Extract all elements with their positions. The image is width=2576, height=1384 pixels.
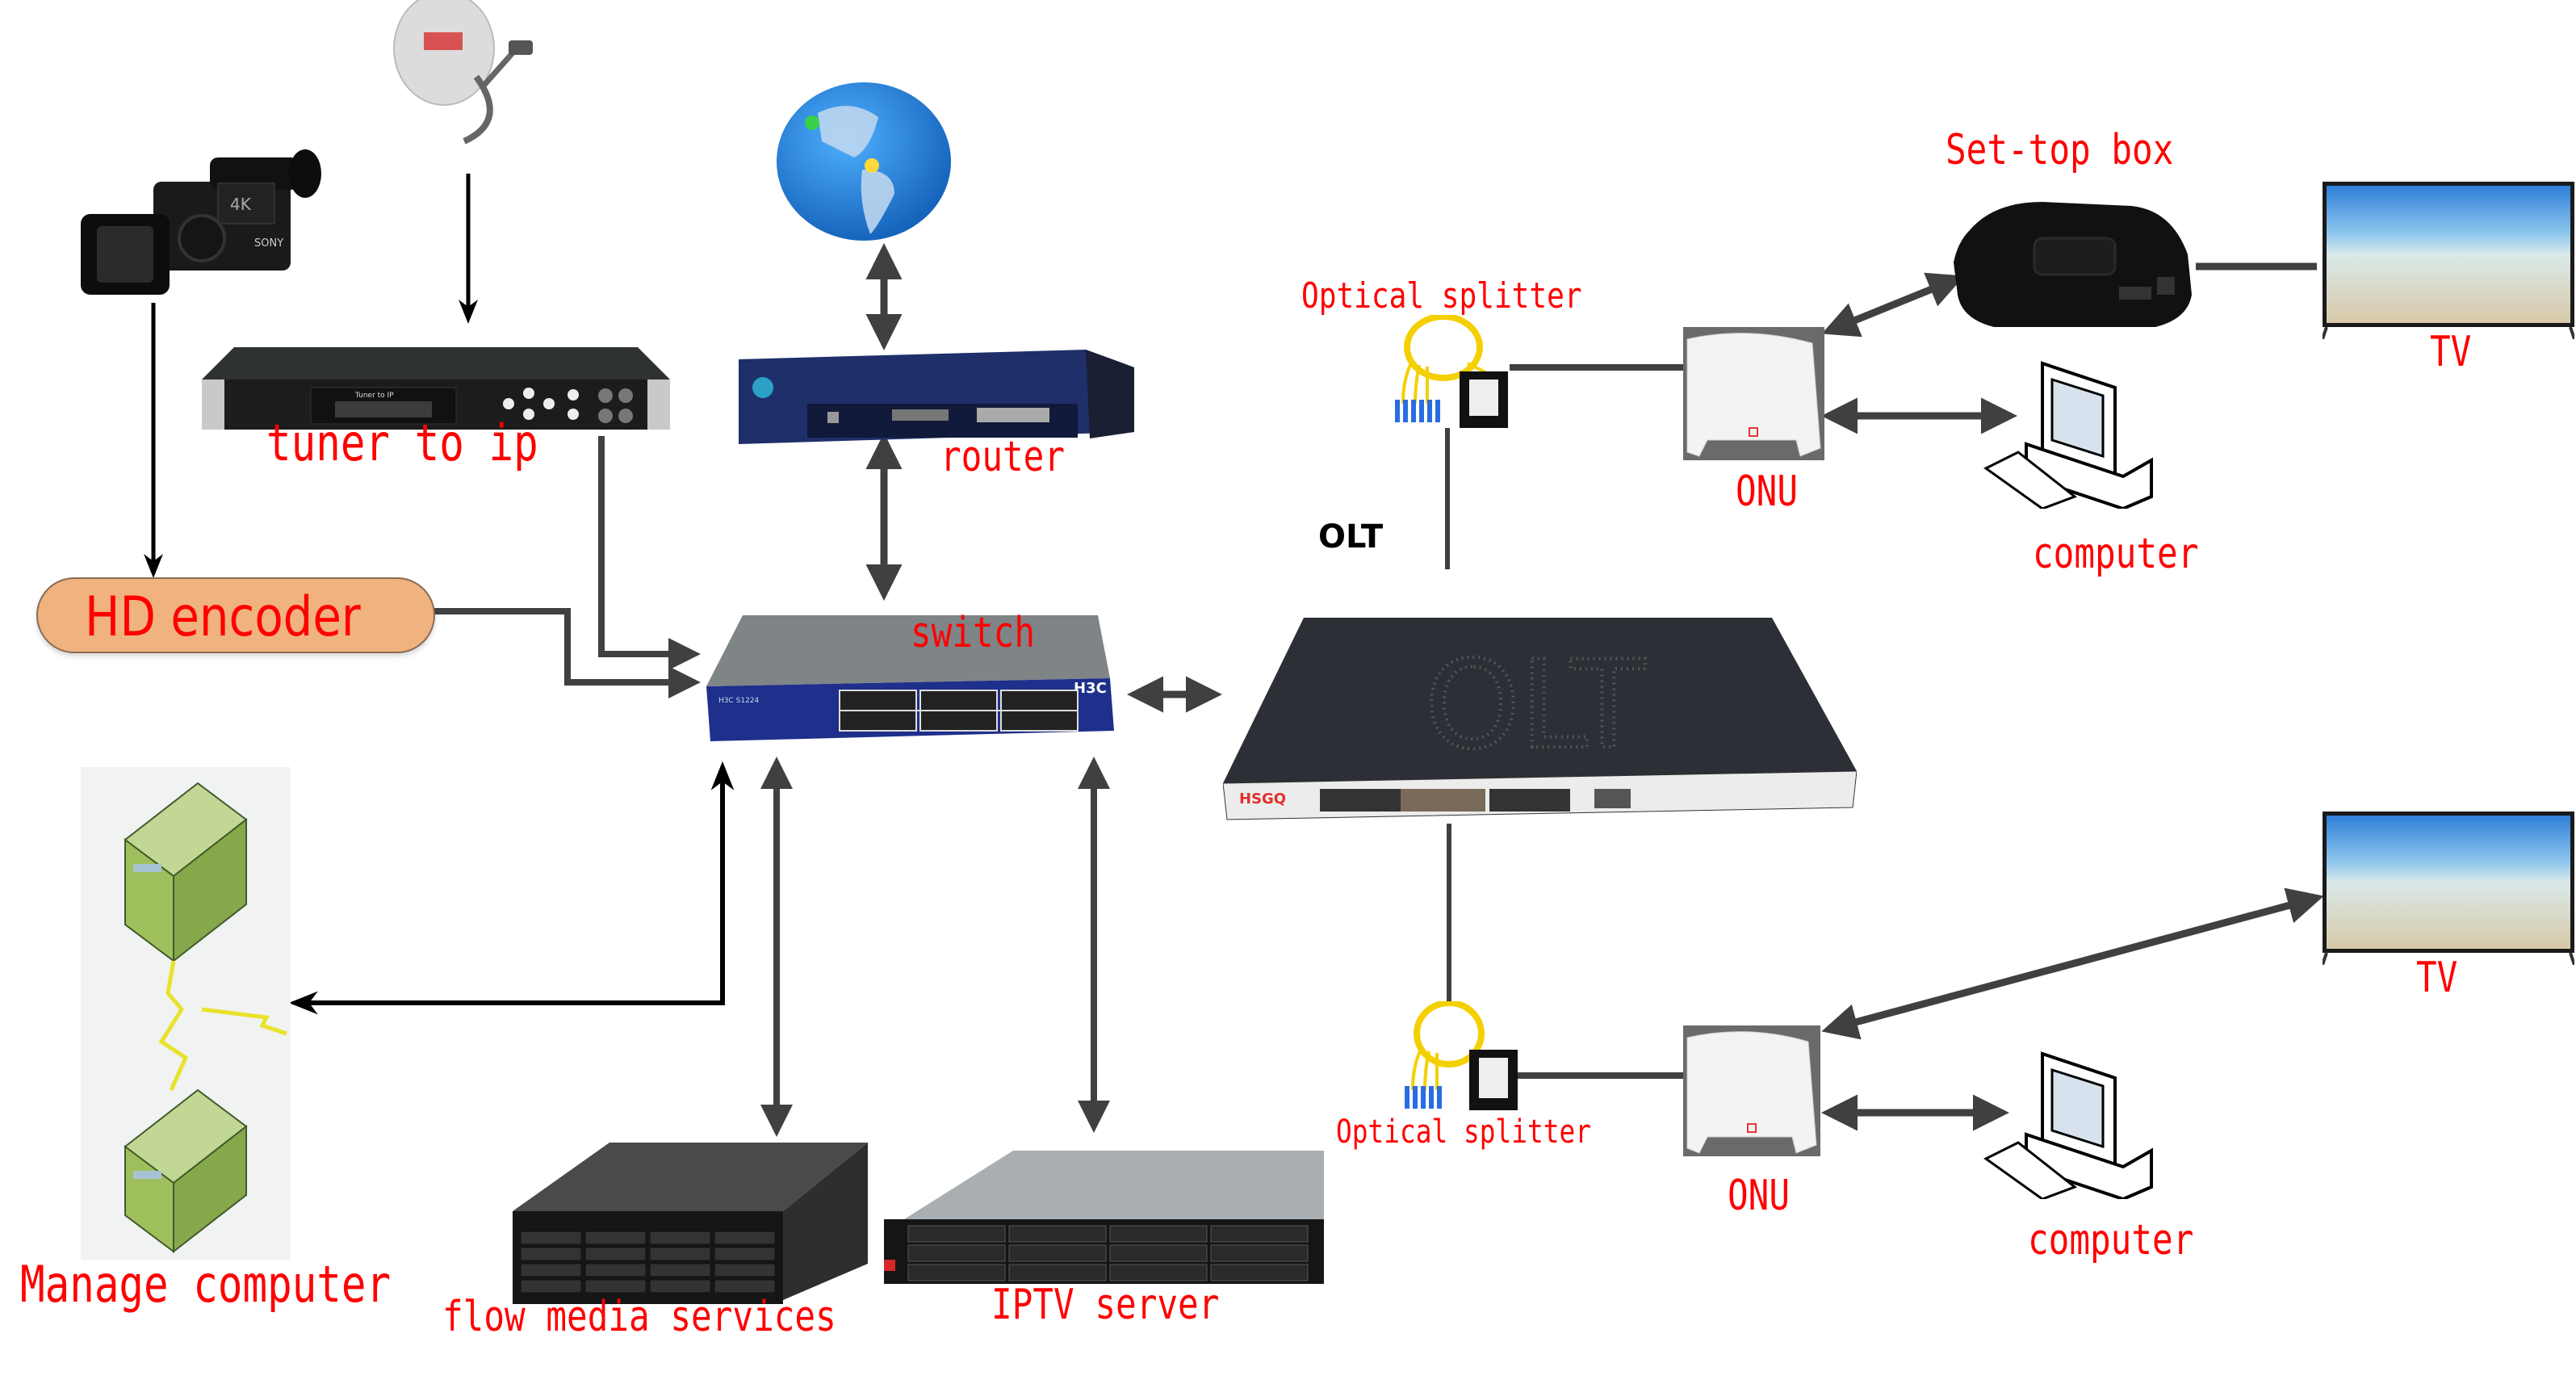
svg-text:4K: 4K (230, 195, 252, 214)
edge-onu-tv-bottom (1821, 887, 2324, 1040)
video-camera-node: 4K SONY (81, 133, 323, 307)
edge-onu-stb (1821, 272, 1965, 338)
storage-server-icon (513, 1143, 868, 1304)
television-icon (2321, 812, 2576, 966)
onu-top-label: ONU (1736, 468, 1799, 516)
onu-bottom-node (1683, 1025, 1820, 1156)
splitter-bottom-node (1393, 1000, 1526, 1114)
svg-text:H3C: H3C (1074, 680, 1107, 697)
olt-device-icon: HSGQ OLT (1222, 618, 1858, 820)
svg-text:OLT: OLT (1425, 635, 1646, 776)
computer-bottom-label: computer (2028, 1216, 2194, 1264)
computer-top-label: computer (2033, 530, 2199, 578)
splitter-top-label: Optical splitter (1301, 275, 1582, 317)
computer-top-node (1978, 355, 2172, 511)
rack-server-icon (884, 1151, 1324, 1284)
manage-computer-label: Manage computer (20, 1255, 392, 1314)
router-node (731, 343, 1154, 448)
svg-text:H3C S1224: H3C S1224 (718, 697, 760, 705)
optical-splitter-icon (1405, 1000, 1518, 1110)
desktop-computer-icon (1983, 361, 2153, 511)
tuner-label: tuner to ip (266, 413, 538, 472)
stb-node (1946, 198, 2196, 331)
tuner-device-icon: Tuner to IP (202, 347, 670, 430)
computer-bottom-node (1978, 1046, 2172, 1202)
olt-node: HSGQ OLT (1222, 602, 1858, 824)
edge-switch-manage (288, 761, 735, 1015)
satellite-dish-node (387, 0, 557, 149)
satellite-dish-icon (393, 0, 533, 145)
tv-top-label: TV (2430, 328, 2472, 376)
onu-top-node (1683, 327, 1824, 460)
globe-node (773, 81, 955, 242)
onu-bottom-label: ONU (1728, 1172, 1791, 1220)
iptv-server-node (884, 1147, 1324, 1284)
manage-computer-node (81, 767, 291, 1260)
svg-text:SONY: SONY (254, 237, 283, 250)
splitter-top-node (1379, 313, 1520, 428)
iptv-server-label: IPTV server (991, 1281, 1220, 1329)
edge-tuner-switch (598, 436, 701, 670)
svg-text:Tuner to IP: Tuner to IP (354, 392, 394, 400)
onu-device-icon (1686, 1031, 1817, 1154)
tv-top-node (2321, 182, 2576, 340)
router-label: router (940, 433, 1066, 481)
stb-label: Set-top box (1946, 126, 2174, 174)
network-switch-icon: H3C S1224 H3C (706, 615, 1114, 741)
olt-label: OLT (1318, 518, 1384, 556)
optical-splitter-icon (1395, 313, 1508, 428)
television-icon (2321, 182, 2576, 340)
tv-bottom-label: TV (2416, 954, 2458, 1002)
set-top-box-icon (1954, 202, 2192, 327)
hd-encoder-node: HD encoder (36, 577, 435, 653)
server-tower-icon (124, 782, 287, 1254)
tuner-node: Tuner to IP (202, 327, 670, 432)
flow-media-label: flow media services (442, 1293, 836, 1341)
desktop-computer-icon (1983, 1051, 2153, 1202)
svg-text:HSGQ: HSGQ (1239, 791, 1286, 807)
splitter-bottom-label: Optical splitter (1336, 1113, 1591, 1151)
switch-node: H3C S1224 H3C (706, 606, 1130, 747)
video-camera-icon: 4K SONY (81, 149, 321, 295)
tv-bottom-node (2321, 812, 2576, 966)
router-device-icon (739, 350, 1134, 444)
flow-media-node (513, 1134, 868, 1304)
hd-encoder-label: HD encoder (85, 585, 361, 649)
onu-device-icon (1686, 333, 1821, 457)
switch-label: switch (911, 609, 1036, 657)
internet-globe-icon (777, 82, 951, 241)
edge-encoder-switch (432, 608, 701, 698)
